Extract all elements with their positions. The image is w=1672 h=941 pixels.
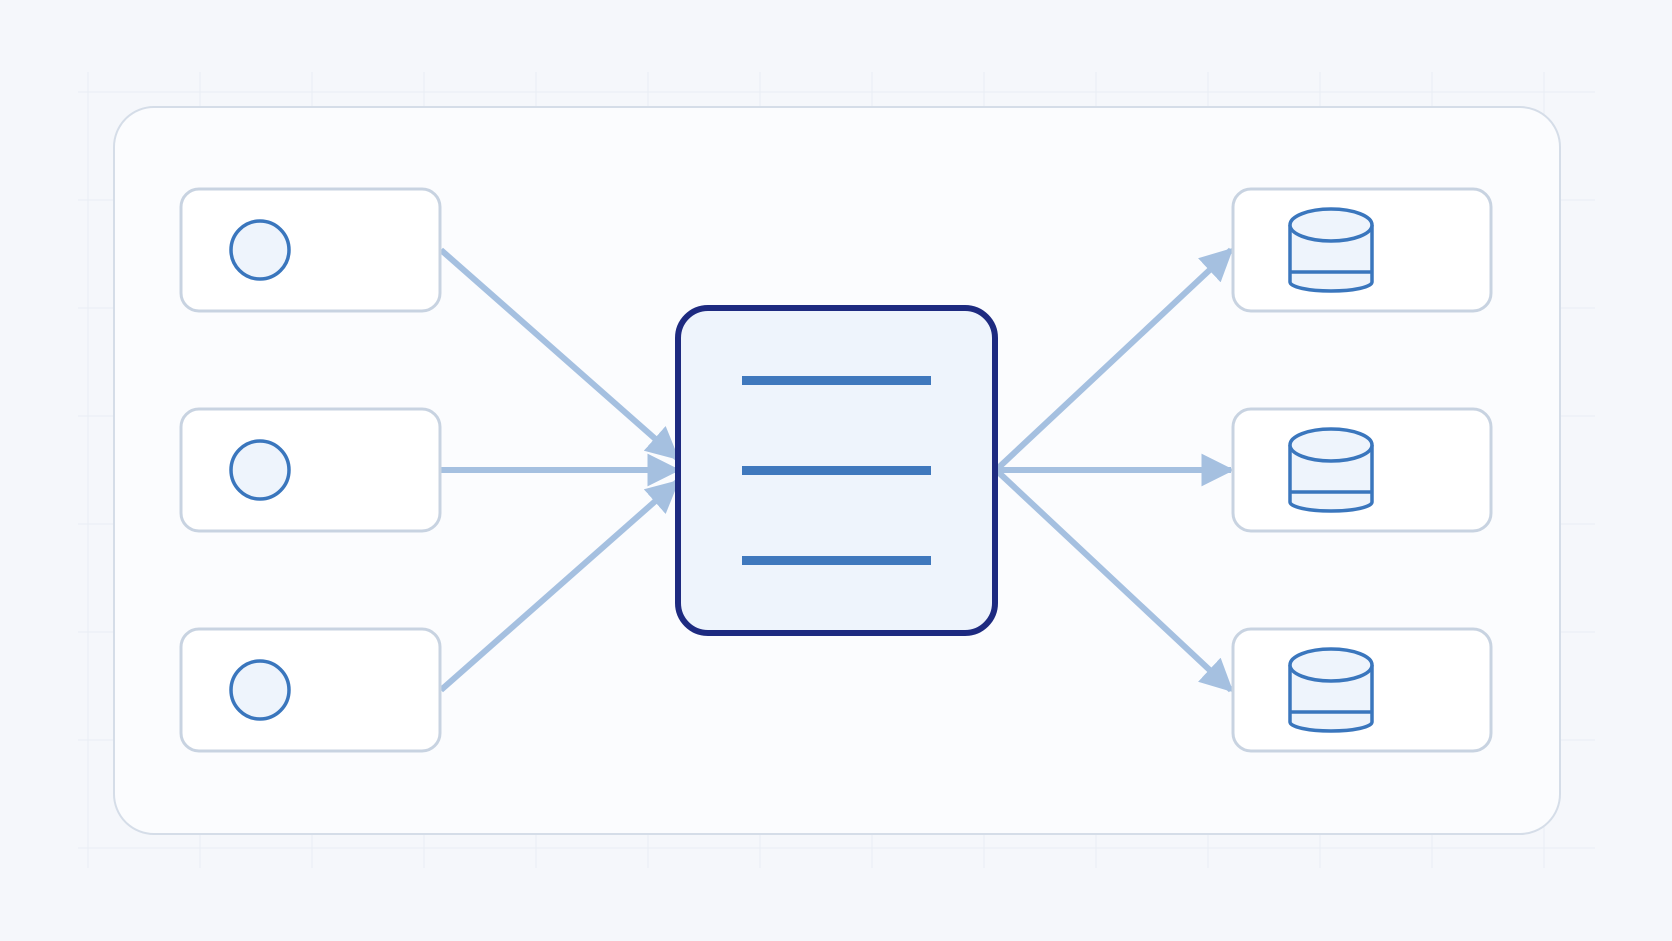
hub-node[interactable] [675, 305, 998, 636]
circle-icon [229, 219, 291, 281]
database-icon [1288, 647, 1374, 733]
source-node[interactable] [179, 187, 442, 313]
database-icon [1288, 207, 1374, 293]
connector-source-3-to-hub [439, 479, 680, 693]
target-node[interactable] [1231, 187, 1493, 313]
connector-source-1-to-hub [439, 247, 680, 461]
source-node[interactable] [179, 407, 442, 533]
database-icon [1288, 427, 1374, 513]
target-node[interactable] [1231, 407, 1493, 533]
target-node[interactable] [1231, 627, 1493, 753]
source-node[interactable] [179, 627, 442, 753]
connector-hub-to-target-1 [993, 247, 1234, 473]
connector-hub-to-target-3 [993, 467, 1234, 693]
connectors [439, 247, 1235, 693]
circle-icon [229, 439, 291, 501]
circle-icon [229, 659, 291, 721]
menu-lines-icon [742, 376, 931, 565]
